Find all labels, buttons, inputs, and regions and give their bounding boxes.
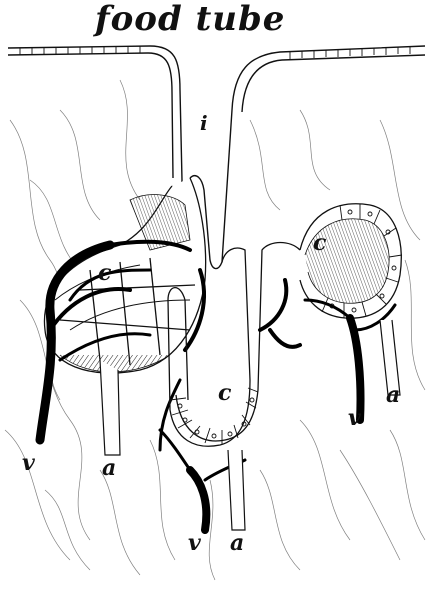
label-v-bottom: v (188, 530, 201, 556)
left-gland (44, 178, 205, 373)
label-c-right: c (313, 230, 327, 256)
center-gland-cells (170, 388, 258, 444)
right-gland-blood-vessels (270, 300, 395, 420)
label-c-left: c (98, 260, 112, 286)
left-vessel-a (100, 360, 120, 455)
label-a-right: a (386, 382, 400, 408)
label-a-bottom: a (230, 530, 244, 556)
label-c-center: c (218, 380, 232, 406)
label-a-left: a (102, 455, 116, 481)
label-v-left: v (22, 450, 35, 476)
label-v-right: v (348, 405, 361, 431)
label-i: i (200, 111, 208, 135)
center-vessel-a (228, 450, 245, 530)
